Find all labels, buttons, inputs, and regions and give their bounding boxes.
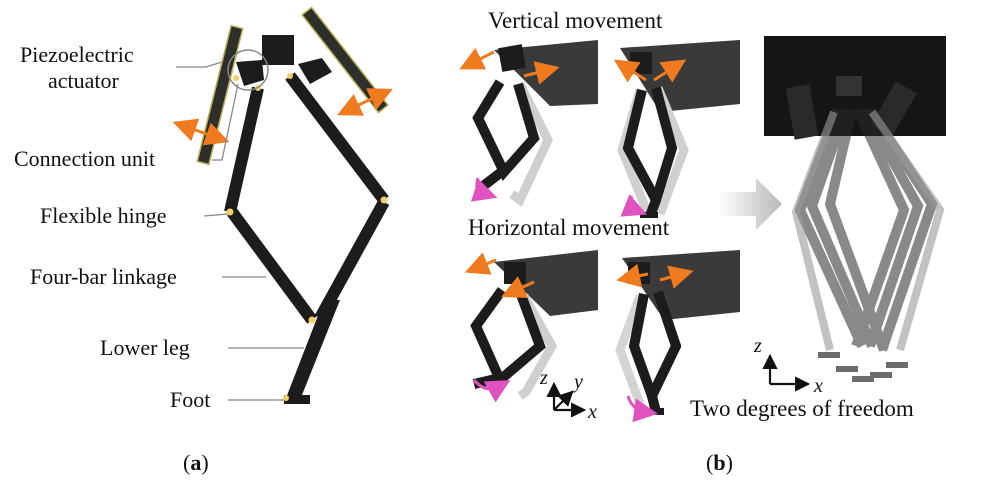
connection-unit-highlight xyxy=(227,49,269,91)
leg-top-block xyxy=(262,35,294,65)
horizontal-movement-leg-1 xyxy=(464,250,598,403)
small-xyz-axes: z y x xyxy=(539,367,597,423)
connection-unit-left xyxy=(236,60,264,86)
four-bar-linkage xyxy=(224,72,390,324)
panel-b: Vertical movement Horizontal movement xyxy=(459,8,946,475)
axis-z-large: z xyxy=(753,335,762,357)
label-connection-unit: Connection unit xyxy=(14,146,155,171)
transition-arrow xyxy=(720,178,782,230)
leader-lines xyxy=(176,61,304,401)
large-zx-axes: z x xyxy=(753,335,823,397)
two-dof-composite xyxy=(764,36,946,382)
caption-b: (b) xyxy=(706,450,733,475)
label-four-bar-linkage: Four-bar linkage xyxy=(30,264,177,289)
axis-x-small: x xyxy=(587,401,597,423)
title-vertical-movement: Vertical movement xyxy=(488,8,663,33)
lower-leg xyxy=(286,300,340,400)
axis-z-small: z xyxy=(539,367,548,389)
label-lower-leg: Lower leg xyxy=(100,335,190,360)
axis-x-large: x xyxy=(813,375,823,397)
vertical-movement-leg-2 xyxy=(613,40,740,218)
panel-a: Piezoelectric actuator Connection unit F… xyxy=(14,6,393,475)
label-foot: Foot xyxy=(170,387,210,412)
title-horizontal-movement: Horizontal movement xyxy=(468,215,670,240)
label-two-degrees-of-freedom: Two degrees of freedom xyxy=(690,396,914,421)
axis-y-small: y xyxy=(572,371,583,393)
caption-a: (a) xyxy=(183,450,209,475)
label-piezoelectric-line1: Piezoelectric xyxy=(20,42,134,67)
actuator-arrow-left xyxy=(172,118,230,146)
actuator-arrow-right xyxy=(337,88,393,116)
label-piezoelectric-line2: actuator xyxy=(48,68,120,93)
label-flexible-hinge: Flexible hinge xyxy=(40,203,166,228)
foot xyxy=(284,395,310,404)
horizontal-movement-leg-2 xyxy=(615,250,740,423)
vertical-movement-leg-1 xyxy=(459,40,598,207)
connection-unit-right xyxy=(298,58,332,84)
